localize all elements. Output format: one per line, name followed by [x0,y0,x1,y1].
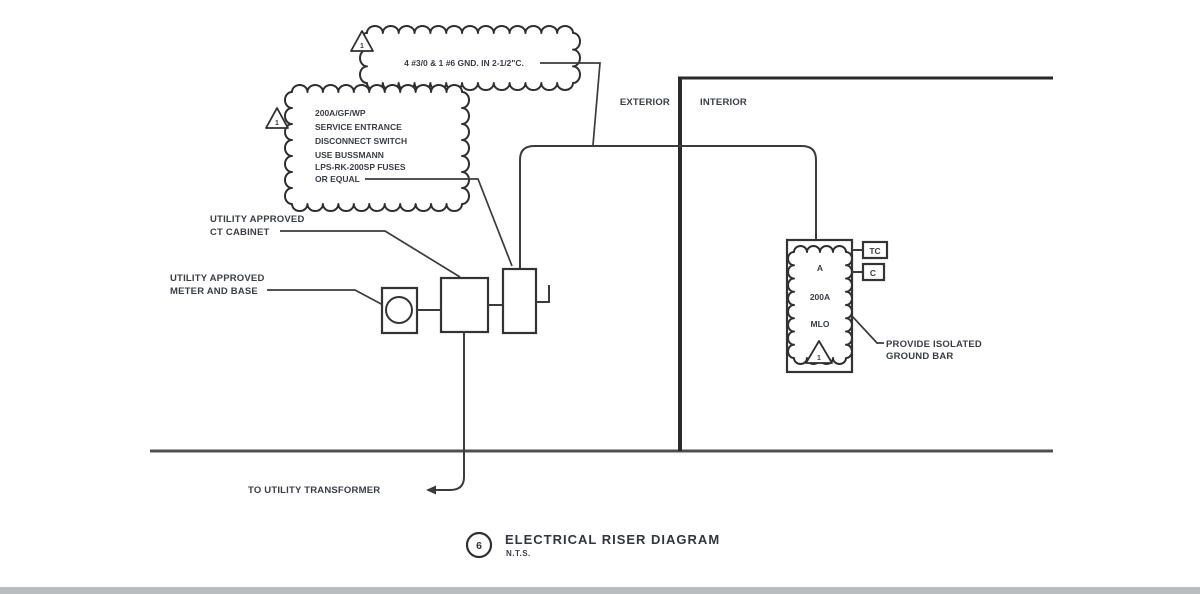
page-bottom-edge [0,587,1200,594]
tc-tag-box [861,240,889,260]
tc-tag: TC [869,246,880,256]
feeder-note: 4 #3/0 & 1 #6 GND. IN 2-1/2"C. [404,58,524,68]
feeder-note-leader [540,62,601,146]
revision-triangle-number: 1 [275,120,279,127]
panel-rating: 200A [810,292,830,302]
c-tag: C [870,268,876,278]
panel-name: A [817,263,823,273]
service-note-line5: LPS-RK-200SP FUSES [315,162,406,172]
revision-triangle-number: 1 [360,43,364,50]
service-note-leader [365,178,513,267]
meter-dial-icon [385,296,413,324]
service-note-line4: USE BUSSMANN [315,150,384,160]
service-note-line2: SERVICE ENTRANCE [315,122,402,132]
revision-triangle-icon [265,107,289,129]
meter-label-line1: UTILITY APPROVED [170,273,265,284]
transformer-label: TO UTILITY TRANSFORMER [248,485,380,496]
arrowhead-icon [426,485,436,495]
ct-cabinet-label-line2: CT CABINET [210,227,270,238]
ground-bar-label-line2: GROUND BAR [886,351,953,362]
service-note-line6: OR EQUAL [315,174,360,184]
revision-triangle-icon [350,30,374,52]
revision-triangle-icon [805,340,833,364]
service-note-cloud [284,84,470,212]
meter-leader [267,289,384,306]
service-note-line3: DISCONNECT SWITCH [315,136,407,146]
panel-revision-cloud [787,245,853,365]
disconnect-switch-box [501,267,538,335]
service-feeder-conduit [519,145,817,269]
c-tag-box [861,262,886,282]
detail-number-bubble [465,531,493,559]
diagram-scale: N.T.S. [506,549,531,558]
detail-number: 6 [476,540,482,552]
diagram-title: ELECTRICAL RISER DIAGRAM [505,532,720,547]
panel-type: MLO [811,319,830,329]
ct-cabinet-leader [280,230,461,278]
meter-label-line2: METER AND BASE [170,286,258,297]
service-note-line1: 200A/GF/WP [315,108,366,118]
utility-meter-box [380,286,419,335]
disconnect-handle [536,285,550,303]
exterior-label: EXTERIOR [620,97,670,108]
ground-bar-label-line1: PROVIDE ISOLATED [886,339,982,350]
ground-bar-leader [851,315,884,344]
interior-label: INTERIOR [700,97,747,108]
ct-cabinet-label-line1: UTILITY APPROVED [210,214,305,225]
revision-triangle-number: 1 [817,355,821,362]
ct-cabinet-box [439,276,490,334]
utility-lateral-wire [434,332,465,491]
